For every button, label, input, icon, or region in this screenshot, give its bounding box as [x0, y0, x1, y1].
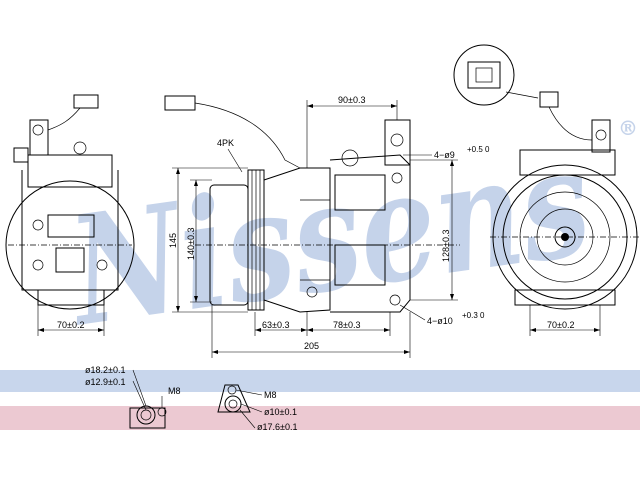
right-port-inner: ø10±0.1: [264, 407, 297, 417]
pink-band: [0, 406, 640, 430]
left-port-outer: ø18.2±0.1: [85, 365, 125, 375]
hole-bottom-label: 4−ø10: [427, 316, 453, 326]
left-end-view: 70±0.2: [5, 94, 135, 336]
blue-band: [0, 370, 640, 392]
left-port-inner: ø12.9±0.1: [85, 377, 125, 387]
registered-mark: ®: [618, 116, 638, 140]
pulley-label: 4PK: [217, 138, 234, 148]
left-port-thread: M8: [168, 386, 181, 396]
hole-top-tol: +0.5 0: [467, 145, 490, 154]
body-height-label: 128±0.3: [441, 230, 451, 262]
center-side-view: 4PK 145 140±0.3 90±0.3 4−ø9 +0.5 0 128±0…: [164, 95, 490, 358]
brand-watermark: Nissens: [57, 114, 600, 361]
port-detail-right: M8 ø10±0.1 ø17.6±0.1: [217, 384, 297, 432]
right-port-thread: M8: [264, 390, 277, 400]
seg-b-label: 78±0.3: [333, 320, 360, 330]
pulley-outer-dia: 145: [168, 233, 178, 248]
top-offset-label: 90±0.3: [338, 95, 365, 105]
overall-length-label: 205: [304, 341, 319, 351]
hole-top-label: 4−ø9: [434, 150, 455, 160]
right-end-view: 70±0.2: [453, 44, 640, 336]
left-width-label: 70±0.2: [57, 320, 84, 330]
right-port-outer: ø17.6±0.1: [257, 422, 297, 432]
hole-bottom-tol: +0.3 0: [462, 311, 485, 320]
port-detail-left: ø18.2±0.1 ø12.9±0.1 M8: [85, 365, 181, 429]
pulley-inner-dia: 140±0.3: [186, 228, 196, 260]
seg-a-label: 63±0.3: [262, 320, 289, 330]
right-width-label: 70±0.2: [547, 320, 574, 330]
